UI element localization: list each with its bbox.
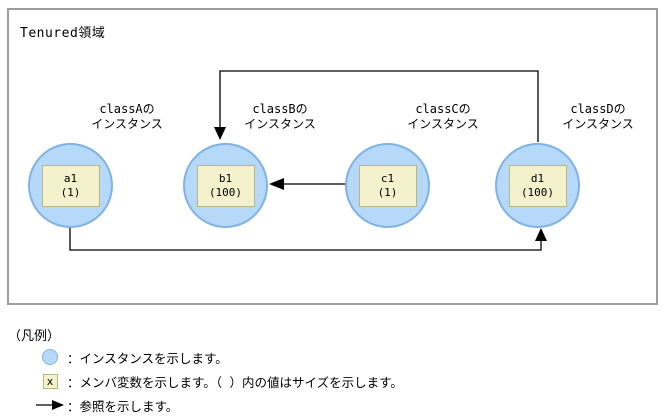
member-variable-name: d1	[530, 171, 545, 185]
member-variable-size: (1)	[377, 185, 398, 199]
instance-circle-d1: d1 (100)	[495, 143, 580, 228]
instance-label-line2: インスタンス	[91, 117, 163, 131]
instance-label-line2: インスタンス	[407, 117, 479, 131]
legend-item-instance: ：インスタンスを示します。	[36, 348, 228, 366]
member-variable-box-c1: c1 (1)	[358, 164, 417, 207]
instance-label-line2: インスタンス	[244, 117, 316, 131]
instance-label-classB: classBの インスタンス	[215, 102, 345, 132]
instance-label-classD: classDの インスタンス	[533, 102, 663, 132]
member-variable-box-a1: a1 (1)	[41, 164, 100, 207]
member-variable-size: (100)	[208, 185, 243, 199]
instance-circle-a1: a1 (1)	[28, 143, 113, 228]
instance-label-line1: classDの	[570, 102, 626, 116]
instance-circle-b1: b1 (100)	[183, 143, 268, 228]
instance-circle-c1: c1 (1)	[345, 143, 430, 228]
instance-circle-icon	[42, 349, 58, 365]
legend-title: （凡例）	[8, 329, 61, 344]
member-variable-box-icon-label: x	[46, 374, 54, 388]
instance-label-line1: classAの	[99, 102, 155, 116]
instance-label-line1: classBの	[252, 102, 308, 116]
member-variable-size: (100)	[520, 185, 555, 199]
legend-icon-cell: x	[36, 373, 64, 389]
legend-icon-cell	[36, 399, 64, 411]
member-variable-box-icon: x	[42, 373, 58, 389]
instance-label-line2: インスタンス	[562, 117, 634, 131]
instance-label-classA: classAの インスタンス	[62, 102, 192, 132]
legend-item-label: ：参照を示します。	[67, 398, 179, 414]
member-variable-box-b1: b1 (100)	[196, 164, 255, 207]
member-variable-size: (1)	[60, 185, 81, 199]
instance-label-classC: classCの インスタンス	[378, 102, 508, 132]
legend-icon-cell	[36, 349, 64, 365]
legend-item-member-variable: x ：メンバ変数を示します。（ ）内の値はサイズを示します。	[36, 372, 403, 390]
member-variable-name: b1	[218, 171, 233, 185]
legend-item-label: ：メンバ変数を示します。（ ）内の値はサイズを示します。	[67, 374, 403, 390]
member-variable-box-d1: d1 (100)	[508, 164, 567, 207]
legend-item-label: ：インスタンスを示します。	[67, 350, 228, 366]
instance-label-line1: classCの	[415, 102, 471, 116]
legend-item-reference: ：参照を示します。	[36, 396, 178, 414]
reference-arrow-icon	[36, 400, 64, 410]
tenured-area-title: Tenured領域	[20, 26, 106, 41]
member-variable-name: a1	[63, 171, 78, 185]
member-variable-name: c1	[380, 171, 395, 185]
